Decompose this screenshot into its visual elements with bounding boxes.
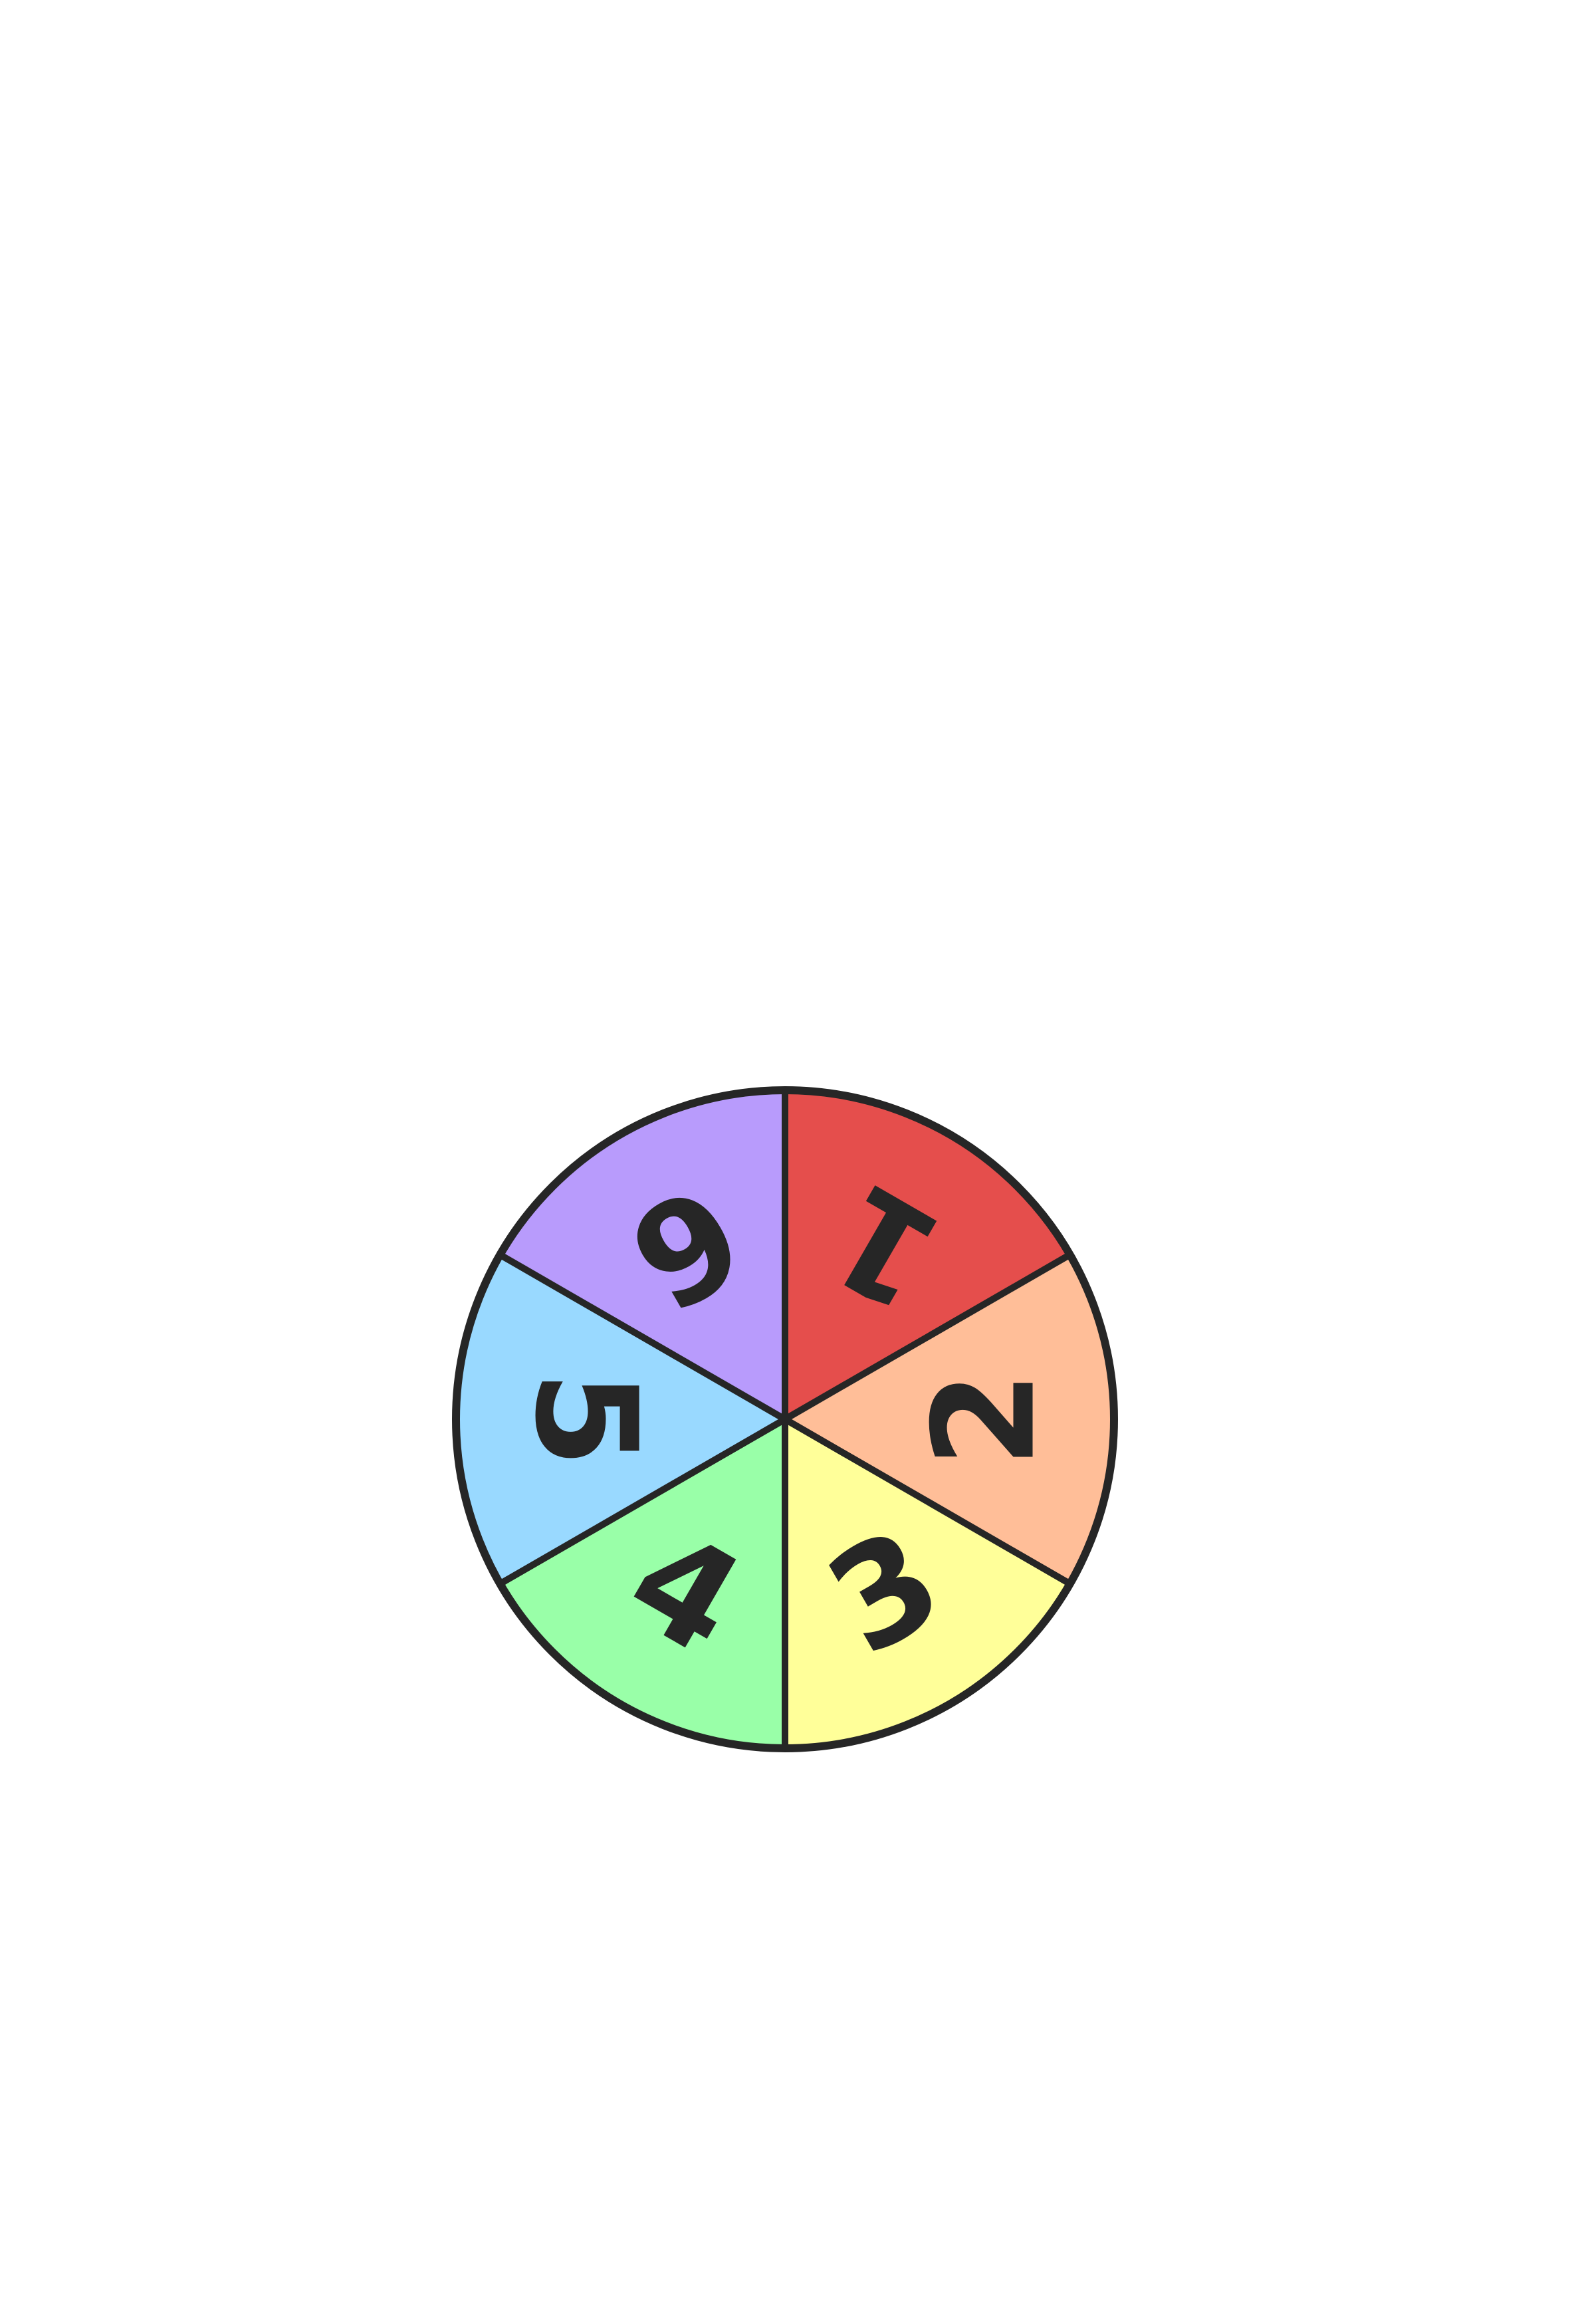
- spinner-rim: [452, 1086, 1118, 1752]
- sector-label-5: 5: [505, 1371, 667, 1468]
- sector-label-2: 2: [903, 1371, 1066, 1468]
